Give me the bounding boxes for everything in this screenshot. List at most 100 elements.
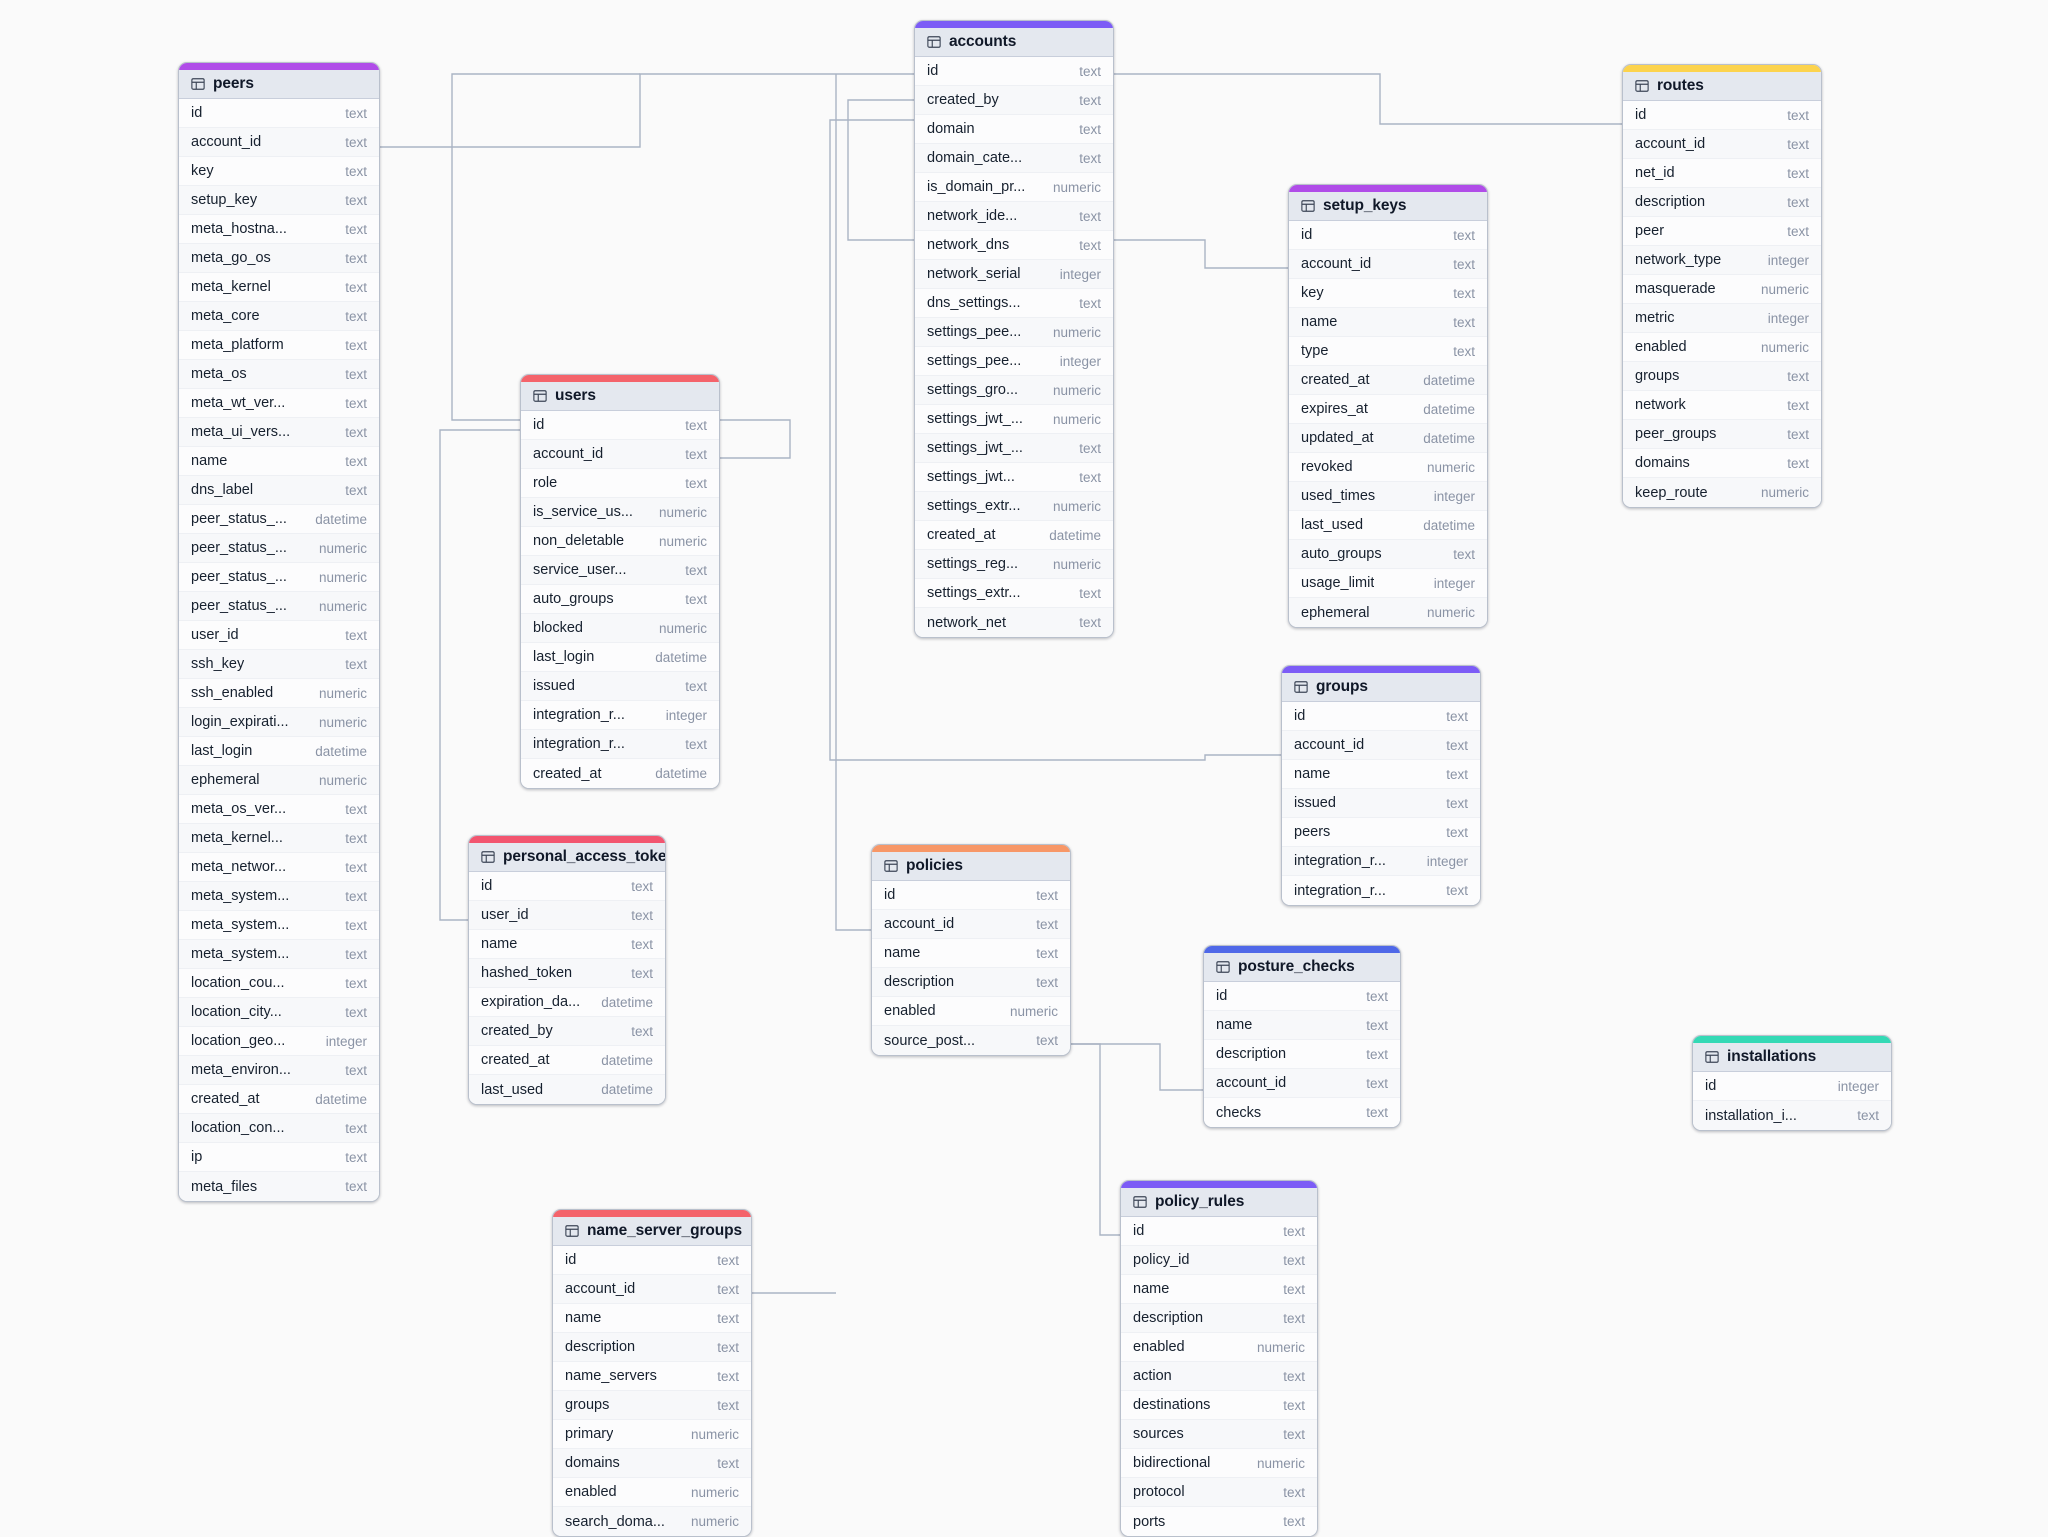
table-row[interactable]: peer_status_...datetime (179, 505, 379, 534)
table-row[interactable]: domain_cate...text (915, 144, 1113, 173)
table-row[interactable]: meta_kernel...text (179, 824, 379, 853)
table-row[interactable]: settings_extr...text (915, 579, 1113, 608)
table-row[interactable]: meta_os_ver...text (179, 795, 379, 824)
table-row[interactable]: settings_extr...numeric (915, 492, 1113, 521)
table-header-posture_checks[interactable]: posture_checks (1204, 953, 1400, 982)
table-row[interactable]: meta_system...text (179, 911, 379, 940)
table-row[interactable]: settings_jwt_...text (915, 434, 1113, 463)
table-row[interactable]: is_domain_pr...numeric (915, 173, 1113, 202)
table-row[interactable]: meta_wt_ver...text (179, 389, 379, 418)
table-card-personal_access_tokens[interactable]: personal_access_tokensidtextuser_idtextn… (468, 835, 666, 1105)
table-header-routes[interactable]: routes (1623, 72, 1821, 101)
table-row[interactable]: settings_jwt...text (915, 463, 1113, 492)
table-row[interactable]: integration_r...integer (1282, 847, 1480, 876)
table-header-installations[interactable]: installations (1693, 1043, 1891, 1072)
table-row[interactable]: settings_gro...numeric (915, 376, 1113, 405)
table-row[interactable]: meta_networ...text (179, 853, 379, 882)
table-row[interactable]: expiration_da...datetime (469, 988, 665, 1017)
table-row[interactable]: location_cou...text (179, 969, 379, 998)
table-row[interactable]: meta_system...text (179, 940, 379, 969)
table-row[interactable]: settings_pee...numeric (915, 318, 1113, 347)
table-row[interactable]: peer_status_...numeric (179, 534, 379, 563)
table-row[interactable]: meta_ui_vers...text (179, 418, 379, 447)
table-header-policies[interactable]: policies (872, 852, 1070, 881)
table-row[interactable]: integration_r...text (521, 730, 719, 759)
table-row[interactable]: settings_pee...integer (915, 347, 1113, 376)
